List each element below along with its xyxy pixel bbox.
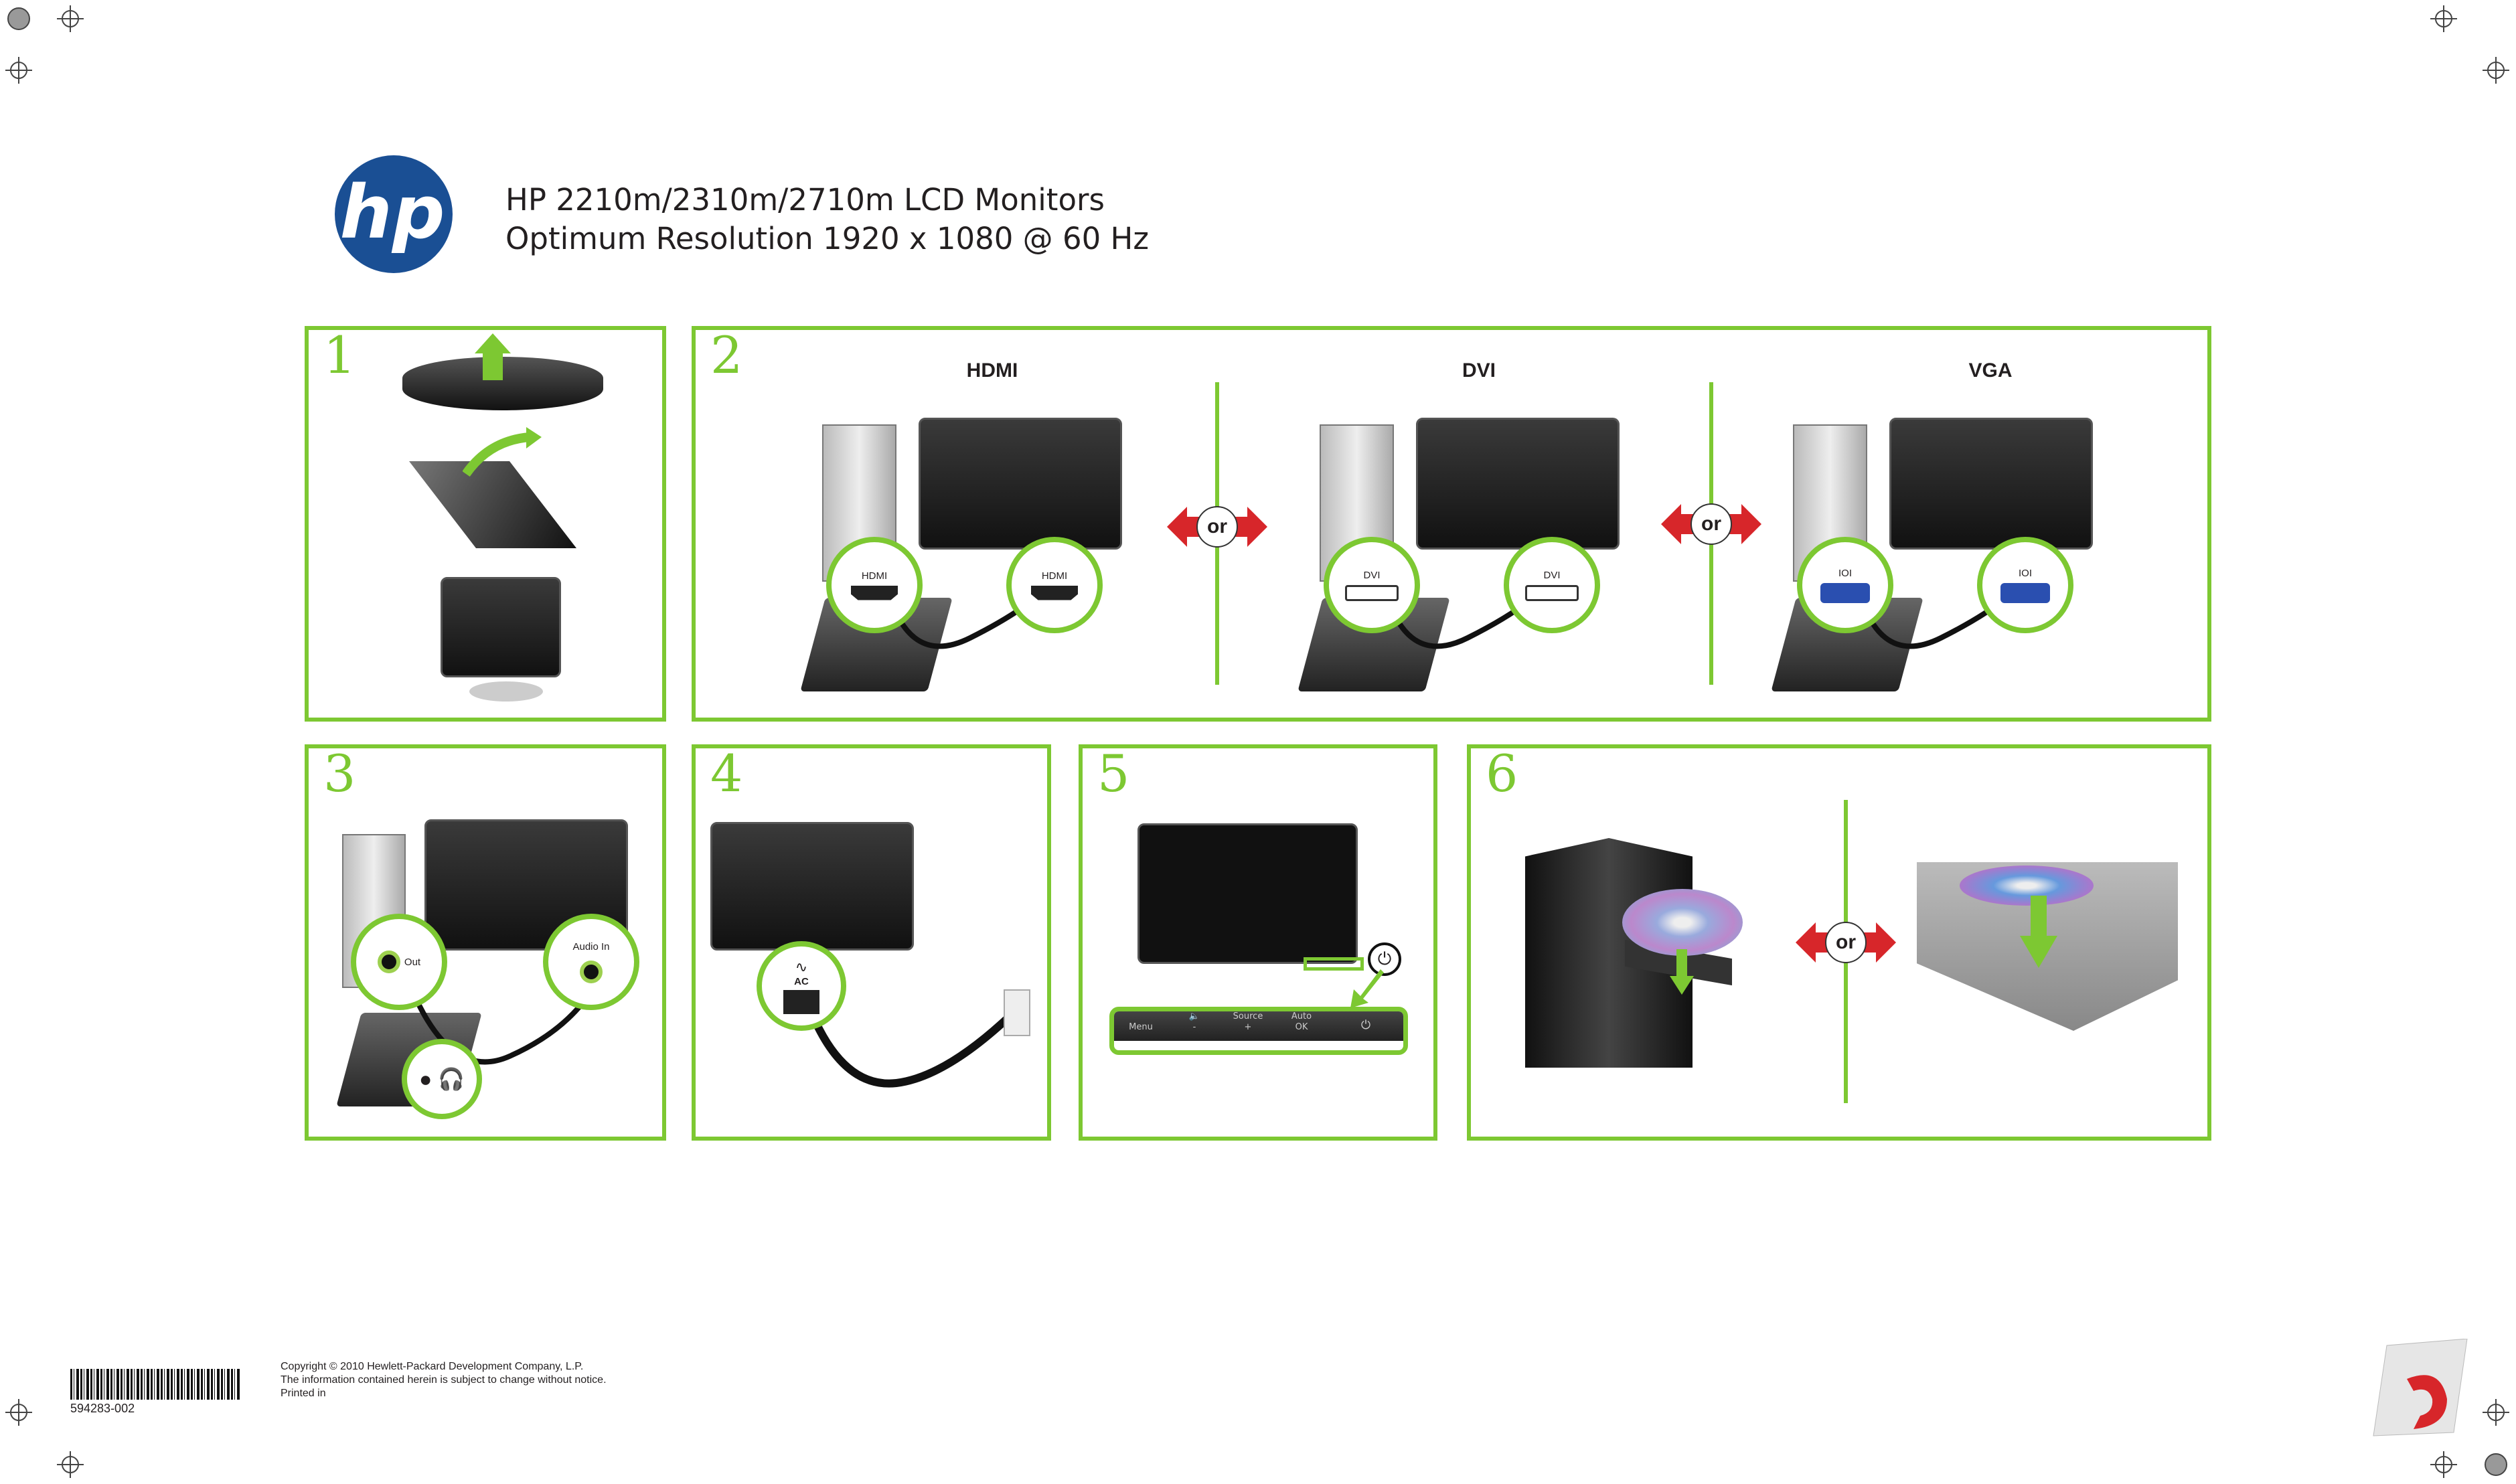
step-6-panel: 6 or <box>1467 744 2211 1141</box>
copyright-block: Copyright © 2010 Hewlett-Packard Develop… <box>281 1360 607 1400</box>
hdmi-port-computer: HDMI <box>826 537 923 633</box>
ac-power-port: ∿AC <box>757 941 846 1031</box>
disc <box>1960 865 2094 906</box>
monitor-back <box>710 822 914 951</box>
insert-arrow-icon <box>1670 949 1694 995</box>
vga-port-computer: IOI <box>1797 537 1893 633</box>
volume-minus-button[interactable]: 🔈- <box>1188 1011 1200 1032</box>
monitor-upright <box>441 577 561 677</box>
disc <box>1622 889 1743 956</box>
or-badge: or <box>1796 919 1896 966</box>
vga-title: VGA <box>1968 359 2013 382</box>
dvi-port-monitor: DVI <box>1504 537 1600 633</box>
recycle-logo <box>2373 1339 2468 1436</box>
svg-text:hp: hp <box>339 169 445 255</box>
monitor-back <box>1416 418 1620 550</box>
insert-arrow-icon <box>2020 896 2057 968</box>
vga-port-monitor: IOI <box>1977 537 2073 633</box>
barcode <box>70 1369 241 1400</box>
or-badge: or <box>1661 501 1761 548</box>
pointer-arrow-icon <box>1350 969 1384 1008</box>
power-button[interactable]: ⏻ <box>1360 1018 1371 1032</box>
audio-in-port: Audio In <box>543 914 639 1010</box>
step-1-panel: 1 <box>305 326 666 722</box>
wall-outlet <box>1004 989 1030 1036</box>
hdmi-port-monitor: HDMI <box>1006 537 1103 633</box>
monitor-back <box>919 418 1122 550</box>
lift-arrow-icon <box>475 333 511 380</box>
step-number: 4 <box>710 744 743 803</box>
copyright-text: Copyright © 2010 Hewlett-Packard Develop… <box>281 1361 584 1372</box>
menu-button[interactable]: Menu <box>1129 1022 1153 1032</box>
monitor-front <box>1137 823 1358 964</box>
audio-out-port: Out <box>351 914 447 1010</box>
page-subtitle: Optimum Resolution 1920 x 1080 @ 60 Hz <box>505 221 1149 256</box>
power-cord <box>799 988 1027 1088</box>
monitor-stand <box>469 681 543 702</box>
headphone-icon: ● 🎧 <box>418 1067 465 1091</box>
dvi-port-computer: DVI <box>1324 537 1420 633</box>
step-number: 1 <box>323 325 356 385</box>
step-number: 5 <box>1097 744 1130 803</box>
step-4-panel: 4 ∿AC <box>692 744 1051 1141</box>
source-plus-button[interactable]: Source+ <box>1233 1011 1263 1032</box>
button-highlight <box>1304 957 1364 971</box>
step-2-panel: 2 HDMI DVI VGA or or HDMI HDMI DVI DVI I… <box>692 326 2211 722</box>
notice-text: The information contained herein is subj… <box>281 1374 607 1386</box>
step-number: 6 <box>1486 744 1518 803</box>
step-number: 3 <box>323 744 356 803</box>
monitor-back <box>1889 418 2093 550</box>
power-icon: ⏻ <box>1368 942 1401 976</box>
hp-logo: hp <box>335 155 453 273</box>
page-title: HP 2210m/2310m/2710m LCD Monitors <box>505 182 1105 218</box>
rotate-arrow-icon <box>463 427 542 477</box>
ac-wave-icon: ∿ <box>795 958 808 975</box>
step-3-panel: 3 Out Audio In ● 🎧 <box>305 744 666 1141</box>
audio-cable <box>406 981 599 1065</box>
part-number: 594283-002 <box>70 1402 135 1415</box>
headphone-jack: ● 🎧 <box>402 1039 482 1119</box>
dvi-title: DVI <box>1462 359 1496 382</box>
or-badge: or <box>1167 503 1267 550</box>
printed-in-text: Printed in <box>281 1388 326 1399</box>
step-number: 2 <box>710 325 743 385</box>
hdmi-title: HDMI <box>966 359 1018 382</box>
